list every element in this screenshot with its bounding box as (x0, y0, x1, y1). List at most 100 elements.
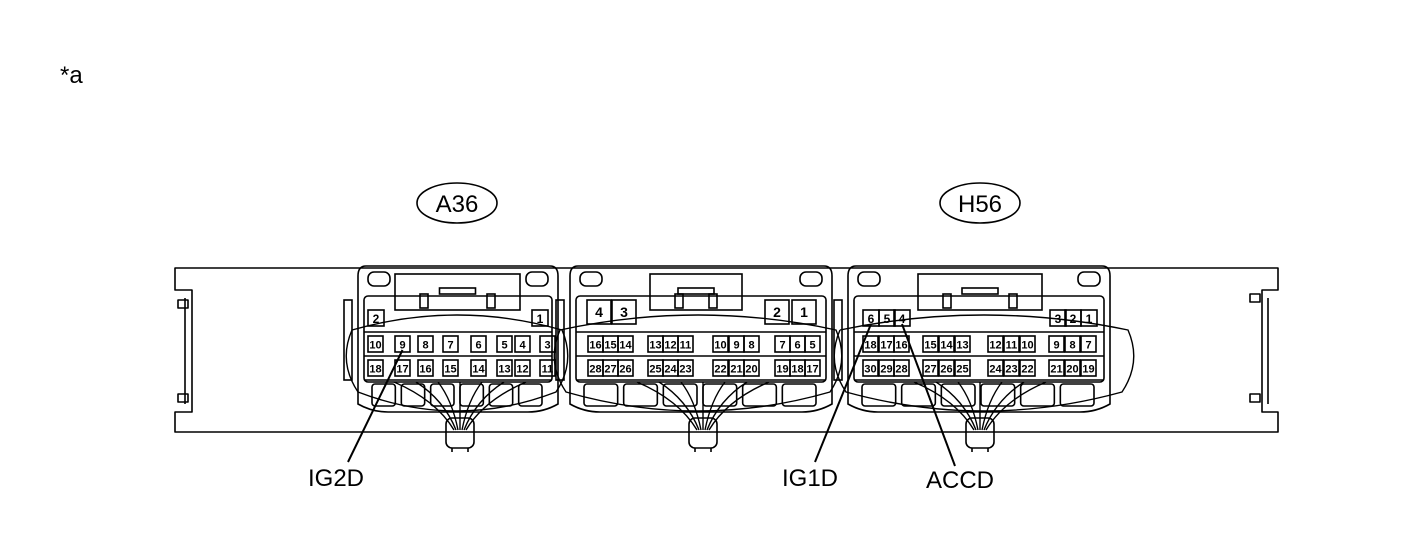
terminal-number: 6 (475, 340, 481, 352)
harness-loop (345, 314, 569, 412)
terminal-number: 19 (776, 364, 788, 376)
callout-leader-accd (901, 323, 956, 467)
terminal-number: 2 (373, 312, 380, 326)
terminal-number: 7 (1085, 340, 1091, 352)
terminal-cell (367, 335, 384, 353)
terminal-number: 2 (773, 304, 781, 320)
terminal-number: 29 (880, 364, 892, 376)
terminal-number: 15 (444, 364, 456, 376)
callout-leader-ig2d (347, 349, 404, 463)
terminal-number: 4 (595, 304, 603, 320)
terminal-cell (712, 335, 729, 353)
wire-socket (940, 383, 976, 407)
callout-label-ig2d: IG2D (308, 465, 364, 492)
terminal-number: 5 (501, 340, 507, 352)
terminal-number: 24 (664, 364, 677, 376)
wire (913, 381, 975, 431)
wire-socket (662, 383, 698, 407)
wire-socket (400, 383, 426, 407)
latch-housing (394, 273, 521, 311)
terminal-number: 27 (924, 364, 936, 376)
terminal-cell (470, 335, 487, 353)
terminal-cell (586, 299, 612, 325)
guide-pin (1077, 271, 1101, 287)
terminal-cell (922, 335, 939, 353)
connector-housing (847, 265, 1111, 413)
terminal-number: 1 (800, 304, 808, 320)
terminal-cell (496, 335, 513, 353)
terminal-cell (442, 359, 459, 377)
terminal-number: 23 (1005, 364, 1017, 376)
terminal-cell (1064, 335, 1081, 353)
terminal-number: 16 (895, 340, 907, 352)
terminal-number: 26 (619, 364, 631, 376)
terminal-number: 11 (680, 340, 692, 352)
terminal-number: 10 (369, 340, 381, 352)
figure-marker: *a (60, 62, 83, 89)
terminal-number: 8 (748, 340, 754, 352)
wire (437, 381, 459, 431)
terminal-cell (417, 359, 434, 377)
wire (935, 381, 977, 431)
connector-label-oval (939, 182, 1021, 224)
terminal-number: 27 (604, 364, 616, 376)
mount-hole-left-2 (177, 393, 189, 403)
terminal-number: 5 (809, 340, 815, 352)
connector-housing (357, 265, 559, 413)
terminal-number: 12 (989, 340, 1001, 352)
terminal-cell (394, 359, 411, 377)
terminal-number: 1 (1086, 312, 1093, 326)
terminal-cell (496, 359, 513, 377)
wire (658, 381, 700, 431)
wire (680, 381, 702, 431)
terminal-number: 6 (868, 312, 875, 326)
terminal-number: 17 (880, 340, 892, 352)
terminal-cell (938, 359, 955, 377)
terminal-number: 25 (649, 364, 661, 376)
connector-housing (569, 265, 833, 413)
terminal-cell (470, 359, 487, 377)
wire (415, 381, 457, 431)
latch-key (708, 293, 718, 309)
terminal-cell (1048, 359, 1065, 377)
terminal-number: 18 (864, 340, 876, 352)
terminal-cell (1019, 359, 1036, 377)
guide-pin (525, 271, 549, 287)
connector-label-oval (416, 182, 498, 224)
wire-socket (371, 383, 397, 407)
connector-label: H56 (958, 191, 1002, 218)
latch-tab (438, 287, 477, 295)
wire-socket (622, 383, 659, 407)
terminal-cell (1080, 309, 1098, 327)
terminal-cell (617, 359, 634, 377)
terminal-cell (417, 335, 434, 353)
terminal-number: 7 (447, 340, 453, 352)
terminal-number: 21 (730, 364, 742, 376)
terminal-number: 8 (1069, 340, 1075, 352)
guide-pin (367, 271, 391, 287)
terminal-cell (804, 335, 821, 353)
guide-pin (857, 271, 881, 287)
terminal-cell (442, 335, 459, 353)
terminal-cell (954, 359, 971, 377)
guide-pin (579, 271, 603, 287)
terminal-cell (743, 335, 760, 353)
terminal-number: 12 (516, 364, 528, 376)
terminal-number: 3 (620, 304, 628, 320)
terminal-number: 30 (864, 364, 876, 376)
terminal-number: 15 (604, 340, 616, 352)
terminal-cell (938, 335, 955, 353)
terminal-number: 22 (714, 364, 726, 376)
terminal-cell (954, 335, 971, 353)
wire (465, 381, 527, 431)
harness-loop (553, 314, 843, 412)
callout-label-ig1d: IG1D (782, 465, 838, 492)
terminal-number: 2 (1070, 312, 1077, 326)
terminal-cell (1048, 335, 1065, 353)
terminal-number: 3 (544, 340, 550, 352)
latch-tab (961, 287, 999, 295)
wire-socket (1059, 383, 1095, 407)
terminal-number: 18 (791, 364, 803, 376)
